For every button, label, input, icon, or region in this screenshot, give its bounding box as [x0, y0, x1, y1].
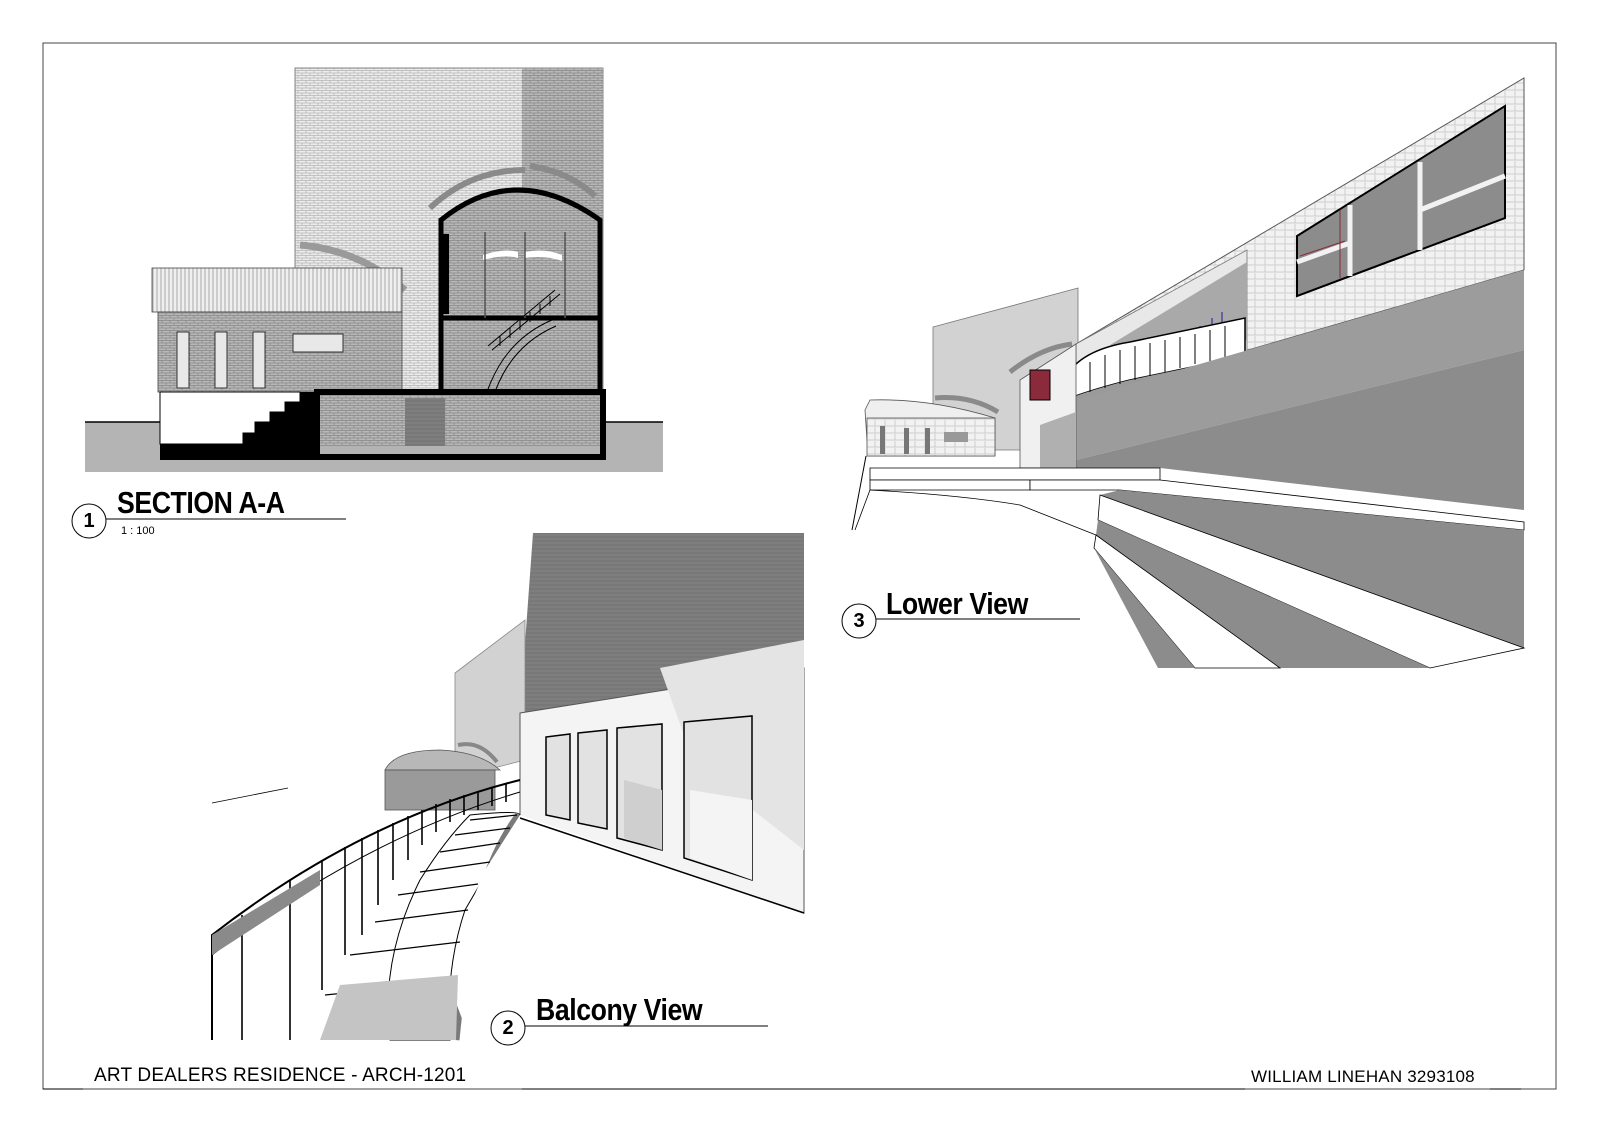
view-1-scale: 1 : 100 [121, 525, 155, 537]
view-3-number: 3 [853, 610, 865, 632]
section-a-a-drawing [85, 67, 663, 472]
view-1-number: 1 [83, 510, 95, 532]
view-2-title: Balcony View [536, 992, 703, 1027]
lower-view-drawing [851, 77, 1526, 669]
project-title: ART DEALERS RESIDENCE - ARCH-1201 [94, 1065, 467, 1086]
balcony-view-drawing [211, 533, 805, 1041]
view-3-title: Lower View [886, 586, 1028, 621]
view-2-number: 2 [502, 1017, 514, 1039]
view-1-number-bubble [71, 503, 107, 539]
view-2-number-bubble [490, 1010, 526, 1046]
view-3-number-bubble [841, 603, 877, 639]
view-1-title: SECTION A-A [117, 485, 285, 520]
author-credit: WILLIAM LINEHAN 3293108 [1251, 1067, 1475, 1086]
